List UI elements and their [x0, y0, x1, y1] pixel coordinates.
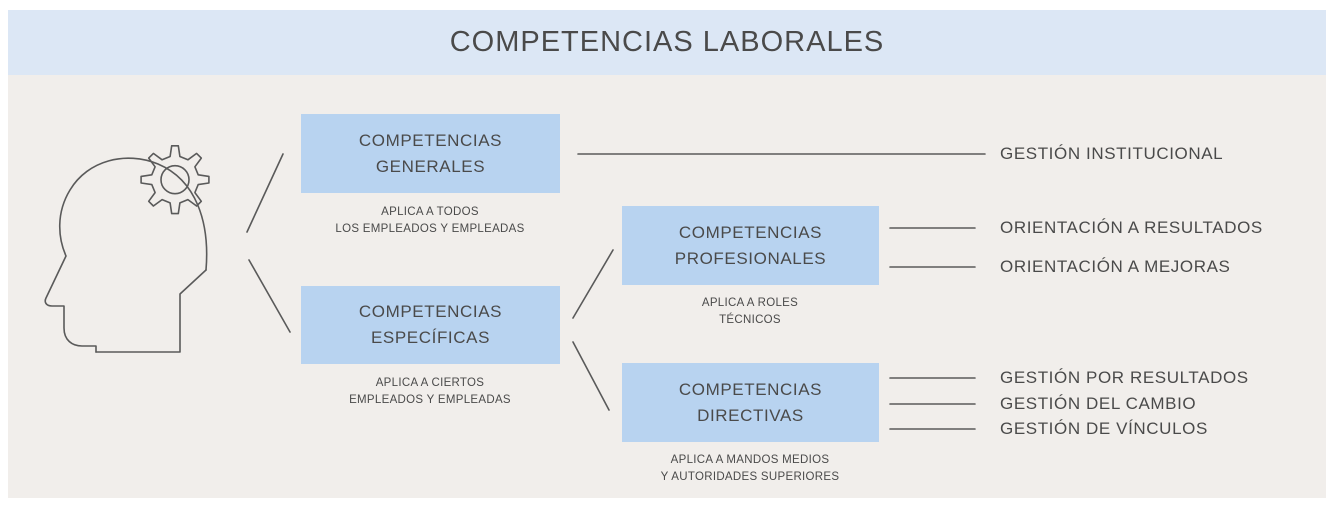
note-directivas: APLICA A MANDOS MEDIOS Y AUTORIDADES SUP…	[610, 452, 890, 486]
leaf-orientacion-mejoras: ORIENTACIÓN A MEJORAS	[1000, 257, 1231, 276]
box-line-1: COMPETENCIAS	[678, 222, 823, 242]
note-profesionales: APLICA A ROLES TÉCNICOS	[610, 295, 890, 329]
title-band: COMPETENCIAS LABORALES	[8, 10, 1326, 75]
diagram-title: COMPETENCIAS LABORALES	[449, 26, 885, 58]
note-line-1: APLICA A CIERTOS	[375, 377, 485, 389]
box-line-1: COMPETENCIAS	[358, 130, 503, 150]
leaf-gestion-por-resultados: GESTIÓN POR RESULTADOS	[1000, 368, 1249, 387]
box-line-2: DIRECTIVAS	[697, 405, 804, 425]
note-line-2: Y AUTORIDADES SUPERIORES	[660, 471, 840, 483]
leaf-gestion-institucional: GESTIÓN INSTITUCIONAL	[1000, 144, 1224, 163]
leaf-gestion-de-vinculos: GESTIÓN DE VÍNCULOS	[1000, 419, 1208, 438]
box-line-1: COMPETENCIAS	[678, 379, 823, 399]
note-line-2: LOS EMPLEADOS Y EMPLEADAS	[335, 223, 525, 235]
box-competencias-generales: COMPETENCIAS GENERALES	[301, 114, 560, 193]
leaf-orientacion-resultados: ORIENTACIÓN A RESULTADOS	[1000, 218, 1263, 237]
box-competencias-directivas: COMPETENCIAS DIRECTIVAS	[622, 363, 879, 442]
note-line-2: TÉCNICOS	[719, 314, 781, 326]
note-line-1: APLICA A ROLES	[701, 297, 799, 309]
box-line-2: ESPECÍFICAS	[370, 328, 491, 347]
leaf-gestion-del-cambio: GESTIÓN DEL CAMBIO	[1000, 394, 1197, 413]
note-line-2: EMPLEADOS Y EMPLEADAS	[349, 394, 511, 406]
note-especificas: APLICA A CIERTOS EMPLEADOS Y EMPLEADAS	[290, 375, 570, 409]
box-competencias-especificas: COMPETENCIAS ESPECÍFICAS	[301, 286, 560, 364]
note-generales: APLICA A TODOS LOS EMPLEADOS Y EMPLEADAS	[290, 204, 570, 238]
note-line-1: APLICA A MANDOS MEDIOS	[670, 454, 830, 466]
box-competencias-profesionales: COMPETENCIAS PROFESIONALES	[622, 206, 879, 285]
box-line-1: COMPETENCIAS	[358, 302, 503, 321]
note-line-1: APLICA A TODOS	[381, 206, 479, 218]
box-line-2: GENERALES	[375, 156, 486, 176]
box-line-2: PROFESIONALES	[674, 248, 827, 268]
head-gear-icon	[44, 145, 210, 353]
